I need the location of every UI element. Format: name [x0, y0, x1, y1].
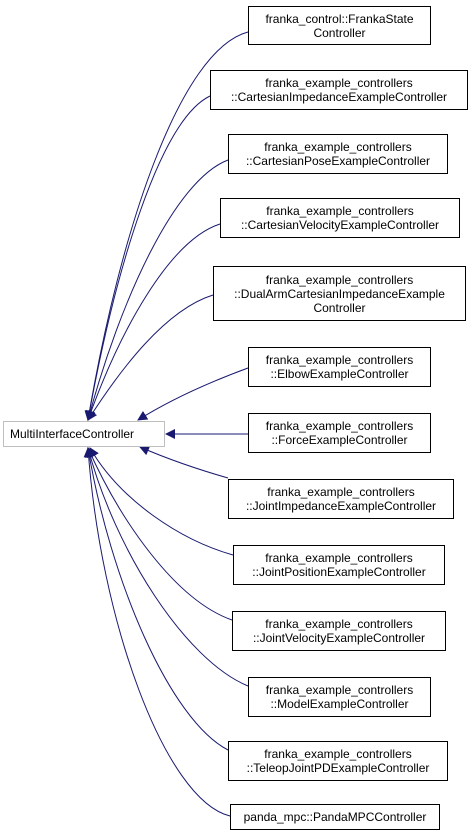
- multiinterfacecontroller-label: MultiInterfaceController: [10, 427, 135, 441]
- panda-mpc-node[interactable]: panda_mpc::PandaMPCController: [230, 804, 440, 830]
- model-node[interactable]: franka_example_controllers ::ModelExampl…: [248, 677, 431, 717]
- edge-cartesian-velocity: [86, 223, 221, 421]
- node-line1: franka_example_controllers: [265, 76, 413, 90]
- franka-state-controller-node[interactable]: franka_control::FrankaState Controller: [248, 6, 431, 45]
- node-line2: ::CartesianPoseExampleController: [245, 154, 431, 168]
- node-line2: ::TeleopJointPDExampleController: [246, 761, 430, 775]
- edge-joint-velocity: [87, 447, 233, 621]
- node-line1: franka_example_controllers: [265, 617, 413, 631]
- node-line1: franka_example_controllers: [265, 551, 413, 565]
- node-line2: ::CartesianVelocityExampleController: [240, 218, 440, 232]
- teleop-node[interactable]: franka_example_controllers ::TeleopJoint…: [228, 741, 448, 781]
- node-line1: franka_example_controllers: [265, 683, 414, 697]
- edge-elbow: [137, 367, 249, 421]
- cartesian-pose-node[interactable]: franka_example_controllers ::CartesianPo…: [228, 134, 448, 174]
- multiinterfacecontroller-node[interactable]: MultiInterfaceController: [3, 421, 165, 447]
- node-line1: franka_control::FrankaState: [265, 11, 414, 26]
- node-line1: franka_example_controllers: [267, 485, 415, 499]
- edge-joint-impedance: [139, 445, 229, 479]
- node-line1: franka_example_controllers: [265, 353, 414, 367]
- force-node[interactable]: franka_example_controllers ::ForceExampl…: [248, 413, 431, 453]
- node-line2: ::ElbowExampleController: [270, 367, 409, 381]
- node-line2: ::CartesianImpedanceExampleController: [230, 90, 448, 104]
- joint-position-node[interactable]: franka_example_controllers ::JointPositi…: [233, 545, 445, 585]
- edge-joint-position: [89, 447, 234, 556]
- node-line1: franka_example_controllers: [264, 140, 412, 154]
- edge-model: [85, 447, 249, 687]
- edge-cartesian-pose: [85, 159, 229, 421]
- cartesian-impedance-node[interactable]: franka_example_controllers ::CartesianIm…: [210, 70, 468, 110]
- edge-dual-arm: [87, 294, 214, 421]
- dual-arm-node[interactable]: franka_example_controllers ::DualArmCart…: [213, 266, 466, 321]
- edge-panda-mpc: [83, 447, 231, 817]
- node-line2: ::JointPositionExampleController: [252, 565, 426, 579]
- node-line1: panda_mpc::PandaMPCController: [243, 810, 427, 824]
- edge-franka-state-controller: [84, 31, 249, 421]
- edge-teleop: [84, 447, 229, 751]
- cartesian-velocity-node[interactable]: franka_example_controllers ::CartesianVe…: [220, 198, 460, 238]
- node-line1: franka_example_controllers: [265, 272, 414, 287]
- node-line2: ::ModelExampleController: [270, 697, 409, 711]
- node-line2: Controller: [313, 25, 366, 40]
- node-line2: ::JointImpedanceExampleController: [245, 499, 437, 513]
- node-line2: ::ForceExampleController: [271, 433, 408, 447]
- elbow-node[interactable]: franka_example_controllers ::ElbowExampl…: [248, 347, 431, 387]
- node-line3: Controller: [313, 300, 366, 315]
- node-line1: franka_example_controllers: [264, 747, 412, 761]
- edge-cartesian-impedance: [84, 95, 211, 421]
- node-line2: ::JointVelocityExampleController: [252, 631, 426, 645]
- joint-velocity-node[interactable]: franka_example_controllers ::JointVeloci…: [232, 611, 446, 651]
- joint-impedance-node[interactable]: franka_example_controllers ::JointImpeda…: [228, 479, 454, 519]
- node-line2: ::DualArmCartesianImpedanceExample: [234, 286, 445, 301]
- node-line1: franka_example_controllers: [265, 419, 414, 433]
- node-line1: franka_example_controllers: [266, 204, 414, 218]
